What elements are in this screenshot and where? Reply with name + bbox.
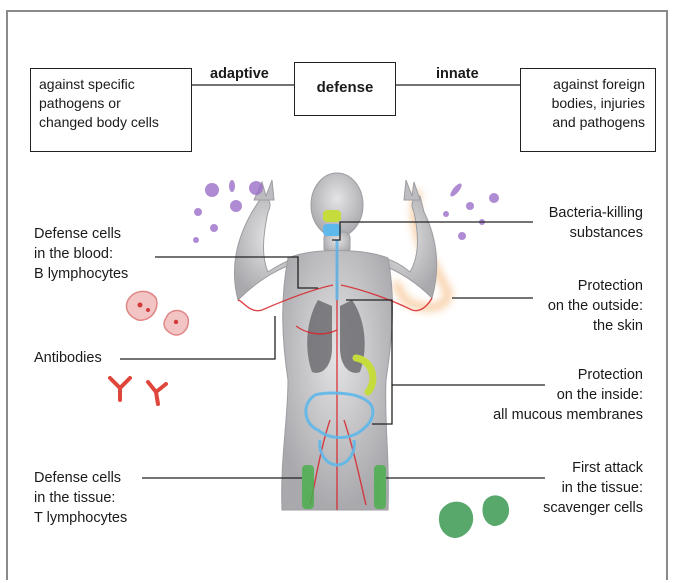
label-skin-protection: Protection on the outside: the skin: [548, 276, 643, 336]
pathogens-right: [443, 182, 499, 240]
body-silhouette: [234, 173, 436, 510]
defense-box: defense: [294, 62, 396, 116]
innate-description-box: against foreign bodies, injuries and pat…: [520, 68, 656, 152]
scavenger-cells: [439, 495, 509, 538]
label-scavenger-cells: First attack in the tissue: scavenger ce…: [543, 458, 643, 518]
label-antibodies: Antibodies: [34, 348, 102, 368]
antibodies-shapes: [110, 378, 166, 404]
label-bacteria-killing: Bacteria-killing substances: [549, 203, 643, 243]
label-t-lymphocytes: Defense cells in the tissue: T lymphocyt…: [34, 468, 127, 528]
label-mucous-protection: Protection on the inside: all mucous mem…: [493, 365, 643, 425]
adaptive-description-box: against specific pathogens or changed bo…: [30, 68, 192, 152]
label-b-lymphocytes: Defense cells in the blood: B lymphocyte…: [34, 224, 128, 284]
blood-cells: [126, 291, 188, 335]
adaptive-label: adaptive: [210, 64, 269, 84]
innate-label: innate: [436, 64, 479, 84]
